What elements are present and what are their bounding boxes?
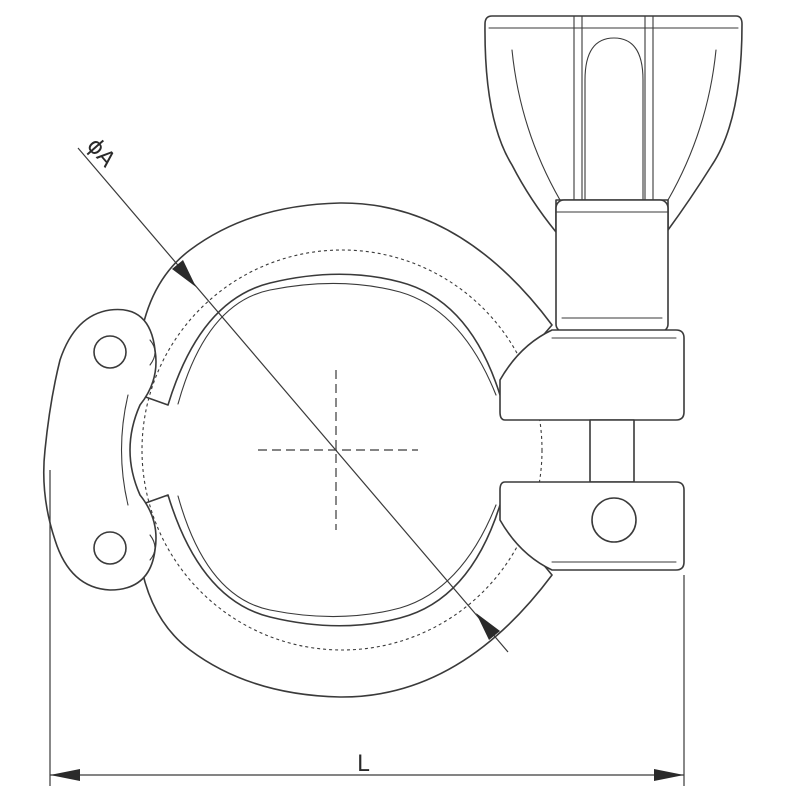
clamp-ring-upper-half bbox=[139, 202, 553, 406]
hinge-pin-lower bbox=[93, 531, 127, 565]
hinge-link-body bbox=[43, 308, 157, 591]
length-arrow-left bbox=[50, 769, 80, 781]
diameter-arrow-upper bbox=[172, 260, 196, 287]
length-dimension: L bbox=[49, 470, 685, 786]
clamp-ring-lower-half bbox=[139, 494, 553, 698]
clamp-ears bbox=[499, 329, 685, 571]
bolt-head bbox=[591, 497, 637, 543]
centerline-cross bbox=[258, 370, 418, 530]
length-arrow-right bbox=[654, 769, 684, 781]
hinge-pin-upper bbox=[93, 335, 127, 369]
diameter-label: ϕA bbox=[81, 134, 119, 173]
bolt-shank bbox=[589, 419, 635, 483]
length-label: L bbox=[357, 752, 370, 777]
hinge-link bbox=[43, 308, 157, 591]
diameter-leader-line bbox=[77, 147, 509, 653]
wing-nut-collar bbox=[555, 199, 669, 333]
wing-nut bbox=[484, 15, 743, 333]
lower-ear bbox=[499, 481, 685, 571]
upper-ear bbox=[499, 329, 685, 421]
diameter-arrow-lower bbox=[476, 613, 500, 640]
bolt-circle bbox=[141, 249, 543, 651]
